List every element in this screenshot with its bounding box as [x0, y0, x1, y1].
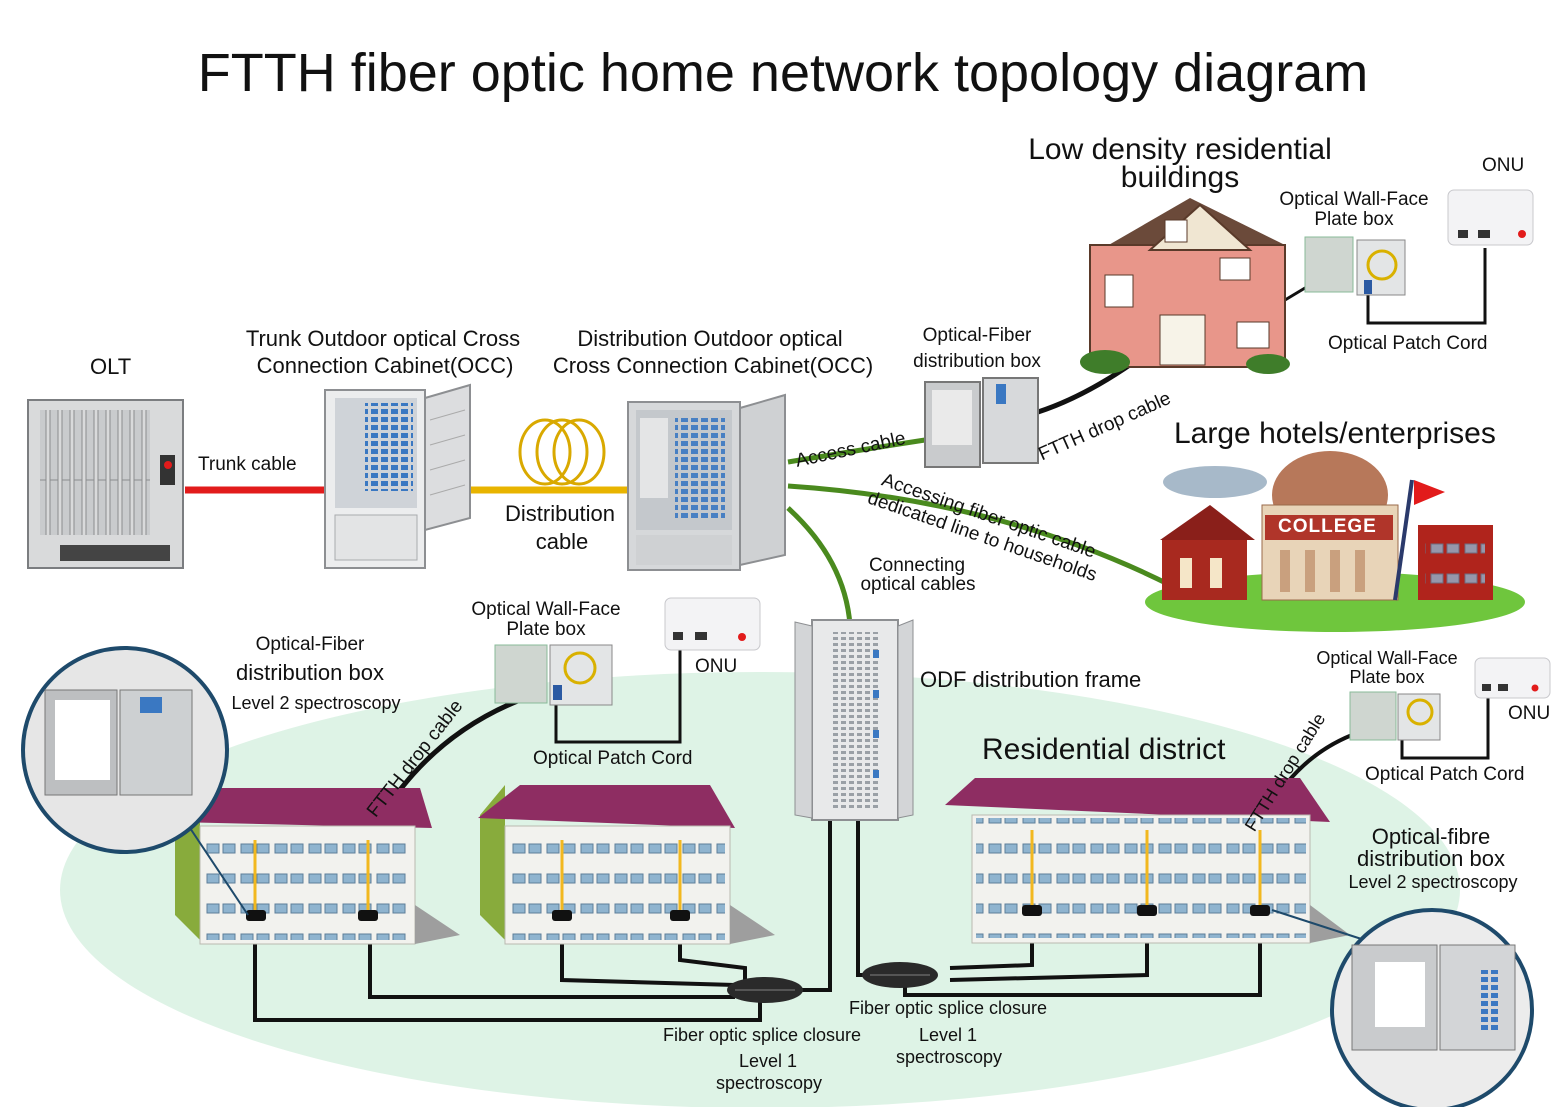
- splice-left-label-1: Fiber optic splice closure: [662, 1025, 862, 1045]
- splice-right-label-3: spectroscopy: [895, 1047, 1003, 1067]
- low-density-label-2: buildings: [1120, 161, 1240, 194]
- splice-left-label-2: Level 1: [738, 1051, 798, 1071]
- wall-plate-top: [1304, 236, 1406, 296]
- access-cable: [787, 437, 926, 465]
- fiber-runs: [253, 815, 1262, 1022]
- patch-mid-label: Optical Patch Cord: [533, 748, 693, 769]
- trunk-occ-label-2: Connection Cabinet(OCC): [256, 353, 514, 378]
- wall-mid-label-1: Optical Wall-Face: [471, 599, 621, 620]
- fdb-left-label-3: Level 2 spectroscopy: [231, 693, 401, 713]
- onu-right-label: ONU: [1508, 703, 1551, 724]
- odf-label: ODF distribution frame: [920, 667, 1142, 692]
- splice-closure-right: [862, 962, 938, 988]
- trunk-occ-label-1: Trunk Outdoor optical Cross: [245, 326, 521, 351]
- wall-plate-right: [1349, 691, 1441, 741]
- splice-right-label-2: Level 1: [918, 1025, 978, 1045]
- dist-occ-label-2: Cross Connection Cabinet(OCC): [552, 353, 874, 378]
- odf-frame: [794, 619, 914, 821]
- trunk-occ-cabinet: [324, 383, 471, 569]
- low-density-house: [1080, 198, 1290, 374]
- splice-right-label-1: Fiber optic splice closure: [848, 998, 1048, 1018]
- wall-mid-label-2: Plate box: [506, 619, 586, 640]
- wall-top-label-2: Plate box: [1314, 209, 1394, 230]
- fdb-right-label-1: Optical-fibre: [1371, 824, 1491, 849]
- wall-right-label-2: Plate box: [1349, 667, 1425, 687]
- fdb-left-label-2: distribution box: [236, 660, 384, 685]
- splice-closure-left: [727, 977, 803, 1003]
- low-density-label-1: Low density residential: [1028, 133, 1332, 166]
- residential-building-middle: [478, 785, 775, 945]
- onu-right: [1474, 657, 1551, 699]
- wall-top-label-1: Optical Wall-Face: [1279, 189, 1429, 210]
- onu-mid-label: ONU: [695, 656, 738, 677]
- dedicated-line: [787, 483, 1172, 588]
- fdb-right-label-2: distribution box: [1357, 846, 1505, 871]
- trunk-cable-label: Trunk cable: [198, 454, 297, 475]
- patch-top-label: Optical Patch Cord: [1328, 333, 1488, 354]
- distribution-cable-label-2: cable: [535, 529, 589, 554]
- distribution-cable-label-1: Distribution: [504, 501, 616, 526]
- fdb-top-box: [924, 377, 1039, 468]
- wall-right-label-1: Optical Wall-Face: [1316, 648, 1458, 668]
- distribution-occ-cabinet: [627, 393, 786, 571]
- olt-rack: [27, 399, 184, 569]
- cable-coil: [518, 418, 606, 486]
- fdb-top-label-2: distribution box: [913, 351, 1041, 372]
- onu-mid: [664, 597, 761, 651]
- large-hotels-label: Large hotels/enterprises: [1174, 417, 1496, 450]
- connecting-cable-label-2: optical cables: [860, 574, 976, 595]
- residential-building-right: [945, 778, 1350, 944]
- page-title: FTTH fiber optic home network topology d…: [197, 43, 1369, 103]
- connecting-cable-label-1: Connecting: [868, 555, 966, 576]
- fdb-right-label-3: Level 2 spectroscopy: [1348, 872, 1518, 892]
- wall-plate-mid: [494, 644, 613, 706]
- dist-occ-label-1: Distribution Outdoor optical: [577, 326, 843, 351]
- fdb-top-label-1: Optical-Fiber: [922, 325, 1032, 346]
- residential-building-left: [175, 788, 460, 945]
- residential-district-label: Residential district: [982, 733, 1226, 766]
- olt-label: OLT: [90, 354, 132, 379]
- magnifier-left: [21, 646, 249, 916]
- connecting-cable: [786, 506, 853, 626]
- onu-top-label: ONU: [1482, 155, 1525, 176]
- patch-right-label: Optical Patch Cord: [1365, 764, 1525, 785]
- college-buildings: [1145, 451, 1525, 632]
- fdb-left-label-1: Optical-Fiber: [255, 634, 365, 655]
- splice-left-label-3: spectroscopy: [715, 1073, 823, 1093]
- magnifier-right: [1271, 908, 1534, 1107]
- college-sign: COLLEGE: [1278, 516, 1377, 537]
- onu-top: [1447, 189, 1534, 246]
